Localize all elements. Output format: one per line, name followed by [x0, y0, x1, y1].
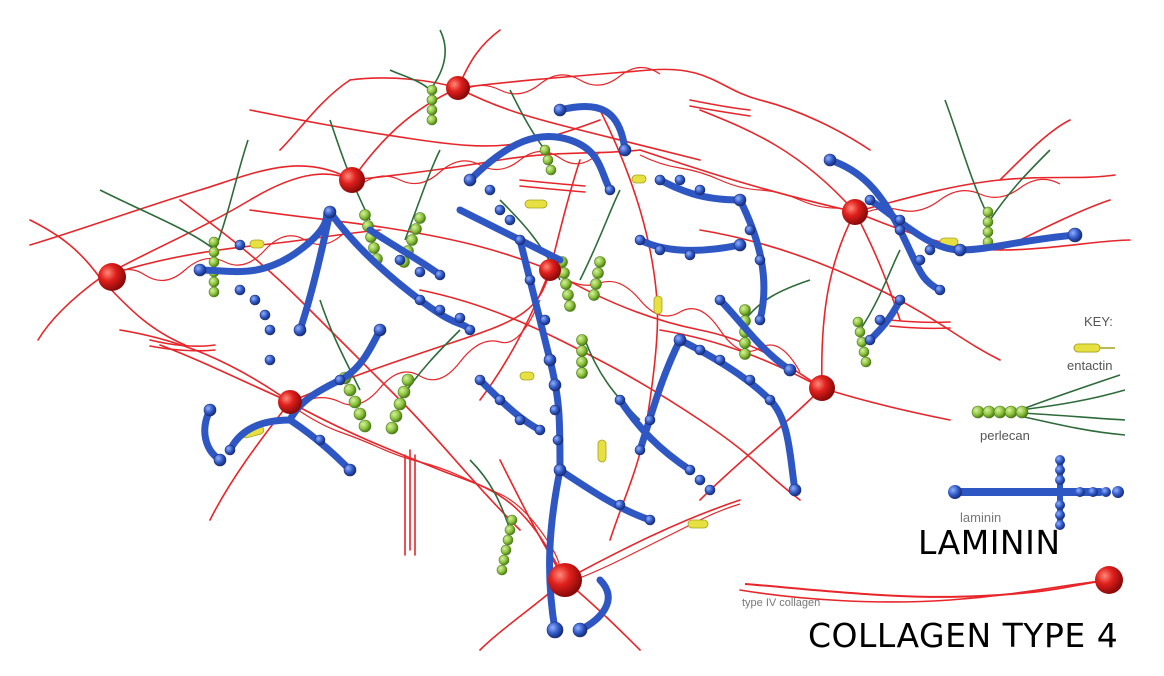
key-entactin-icon	[1073, 343, 1115, 353]
key-laminin-icon	[948, 455, 1124, 530]
perlecan-tails	[99, 29, 1126, 531]
collagen-nodes	[98, 76, 868, 597]
laminin-globules	[193, 103, 1083, 639]
key-perlecan-icon	[971, 405, 1029, 419]
key-collagen-icon	[744, 566, 1123, 598]
key-title: KEY:	[1084, 314, 1113, 329]
key-laminin-label: laminin	[960, 510, 1002, 525]
key-collagen-label: type IV collagen	[742, 597, 821, 609]
key-entactin-label: entactin	[1067, 358, 1113, 373]
key-perlecan-label: perlecan	[980, 428, 1030, 443]
collagen-network	[29, 29, 1131, 651]
laminin-label: LAMININ	[918, 523, 1061, 562]
collagen-type-4-label: COLLAGEN TYPE 4	[808, 616, 1119, 655]
